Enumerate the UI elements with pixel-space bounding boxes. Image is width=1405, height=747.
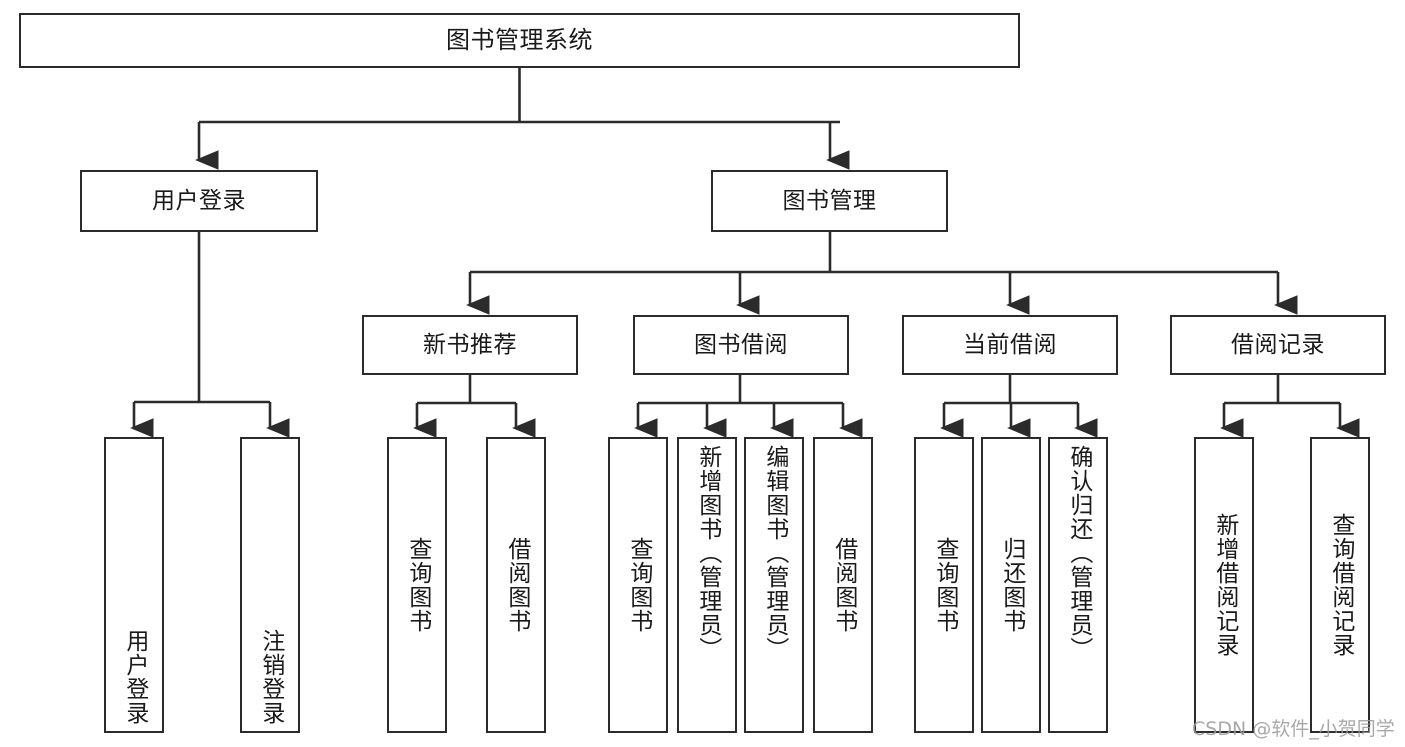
node-label: 新增图书（管理员） — [694, 445, 721, 661]
leaf-new-book-borrow-book[interactable]: 借阅图书 — [486, 437, 546, 733]
node-new-book-recommendation[interactable]: 新书推荐 — [362, 315, 578, 375]
node-label: 借阅图书 — [503, 537, 530, 633]
node-label: 编辑图书（管理员） — [761, 445, 788, 661]
node-book-management[interactable]: 图书管理 — [711, 170, 948, 232]
node-borrowing-record[interactable]: 借阅记录 — [1170, 315, 1386, 375]
leaf-borrow-add-book-admin[interactable]: 新增图书（管理员） — [677, 437, 737, 733]
node-root-library-system[interactable]: 图书管理系统 — [19, 13, 1020, 68]
leaf-borrow-borrow-book[interactable]: 借阅图书 — [813, 437, 873, 733]
leaf-new-book-query-book[interactable]: 查询图书 — [387, 437, 447, 733]
leaf-record-add-record[interactable]: 新增借阅记录 — [1194, 437, 1254, 733]
node-current-borrowing[interactable]: 当前借阅 — [902, 315, 1118, 375]
leaf-current-return-book[interactable]: 归还图书 — [981, 437, 1041, 733]
node-label: 用户登录 — [121, 629, 148, 725]
leaf-record-query-record[interactable]: 查询借阅记录 — [1310, 437, 1370, 733]
node-label: 确认归还（管理员） — [1065, 445, 1092, 661]
leaf-current-query-book[interactable]: 查询图书 — [914, 437, 974, 733]
node-label: 查询图书 — [404, 537, 431, 633]
leaf-user-login-login[interactable]: 用户登录 — [104, 437, 164, 733]
node-label: 图书借阅 — [694, 331, 788, 358]
node-label: 查询借阅记录 — [1327, 513, 1354, 657]
node-label: 图书管理系统 — [446, 25, 593, 54]
node-user-login[interactable]: 用户登录 — [80, 170, 318, 232]
node-label: 图书管理 — [782, 187, 877, 214]
leaf-user-login-logout[interactable]: 注销登录 — [240, 437, 300, 733]
node-label: 新增借阅记录 — [1211, 513, 1238, 657]
leaf-borrow-edit-book-admin[interactable]: 编辑图书（管理员） — [744, 437, 804, 733]
node-label: 注销登录 — [257, 629, 284, 725]
node-label: 归还图书 — [998, 537, 1025, 633]
node-label: 借阅图书 — [830, 537, 857, 633]
node-label: 查询图书 — [625, 537, 652, 633]
leaf-borrow-query-book[interactable]: 查询图书 — [608, 437, 668, 733]
node-label: 借阅记录 — [1231, 331, 1325, 358]
node-label: 用户登录 — [152, 187, 246, 214]
node-label: 查询图书 — [931, 537, 958, 633]
node-book-borrowing[interactable]: 图书借阅 — [633, 315, 849, 375]
node-label: 当前借阅 — [963, 331, 1057, 358]
csdn-watermark: CSDN @软件_小贺同学 — [1192, 718, 1395, 740]
node-label: 新书推荐 — [423, 331, 517, 358]
leaf-current-confirm-return-admin[interactable]: 确认归还（管理员） — [1048, 437, 1108, 733]
